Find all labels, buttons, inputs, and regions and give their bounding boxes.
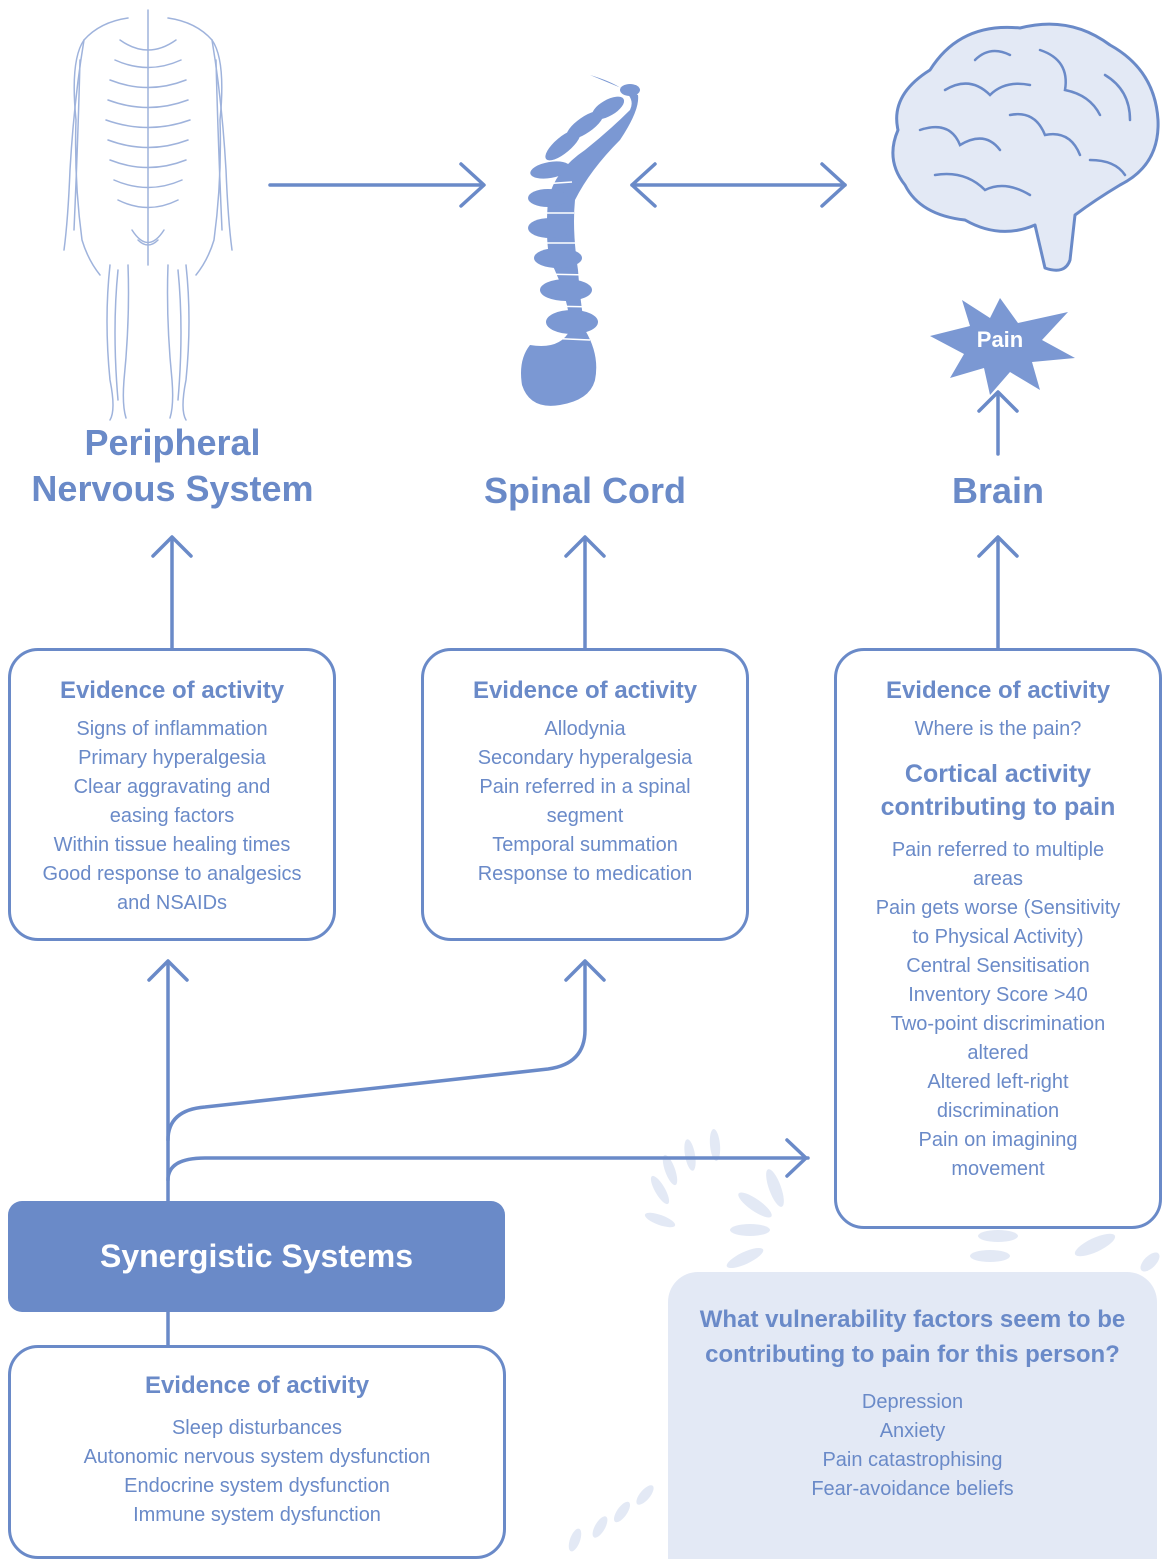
synergistic-evidence-box: Evidence of activity Sleep disturbances …	[8, 1345, 506, 1559]
list-item: discrimination	[936, 1100, 1060, 1122]
list-item: Anxiety	[879, 1420, 946, 1442]
synergistic-systems-label: Synergistic Systems	[99, 1238, 414, 1274]
list-item: Altered left-right	[927, 1071, 1069, 1093]
peripheral-evidence-list: Signs of inflammation Primary hyperalges…	[11, 715, 333, 918]
list-item: Fear-avoidance beliefs	[811, 1478, 1014, 1500]
list-item: Good response to analgesics	[42, 863, 302, 885]
heading-spinal-cord: Spinal Cord	[483, 470, 686, 511]
synergistic-systems-banner: Synergistic Systems	[8, 1201, 505, 1312]
vulnerability-question: What vulnerability factors seem to be co…	[699, 1306, 1126, 1368]
synergistic-evidence-title: Evidence of activity	[144, 1372, 370, 1399]
brain-evidence-title: Evidence of activity	[885, 677, 1111, 704]
list-item: Within tissue healing times	[53, 834, 291, 856]
arrow-up-spinal	[564, 535, 606, 650]
list-item: Pain on imagining	[918, 1129, 1078, 1151]
synergistic-evidence-list: Sleep disturbances Autonomic nervous sys…	[11, 1414, 503, 1530]
list-item: Endocrine system dysfunction	[124, 1475, 390, 1497]
arrow-up-pain	[977, 390, 1019, 456]
list-item: Depression	[861, 1391, 964, 1413]
brain-evidence-question: Where is the pain?	[914, 718, 1082, 740]
list-item: segment	[546, 805, 624, 827]
arrow-synergy-branches	[147, 959, 810, 1347]
heading-brain: Brain	[951, 470, 1045, 511]
list-item: Inventory Score >40	[908, 984, 1088, 1006]
list-item: Secondary hyperalgesia	[477, 747, 693, 769]
cortical-activity-subtitle: Cortical activity contributing to pain	[880, 760, 1116, 821]
list-item: Clear aggravating and	[73, 776, 271, 798]
list-item: movement	[951, 1158, 1045, 1180]
list-item: and NSAIDs	[116, 892, 228, 914]
arrow-spinal-brain-bidirectional	[630, 162, 847, 208]
list-item: Autonomic nervous system dysfunction	[83, 1446, 431, 1468]
list-item: easing factors	[109, 805, 235, 827]
list-item: Signs of inflammation	[76, 718, 268, 740]
list-item: Response to medication	[477, 863, 693, 885]
heading-peripheral-nervous-system: Peripheral Nervous System	[31, 422, 314, 509]
arrow-up-brain	[977, 535, 1019, 650]
list-item: Immune system dysfunction	[133, 1504, 381, 1526]
pain-badge-label: Pain	[976, 327, 1024, 352]
list-item: Primary hyperalgesia	[78, 747, 266, 769]
peripheral-evidence-box: Evidence of activity Signs of inflammati…	[8, 648, 336, 941]
arrow-pns-to-spinal	[268, 162, 486, 208]
spinal-evidence-title: Evidence of activity	[472, 677, 698, 704]
arrow-up-peripheral	[151, 535, 193, 650]
vulnerability-list: Depression Anxiety Pain catastrophising …	[668, 1388, 1157, 1504]
list-item: to Physical Activity)	[912, 926, 1084, 948]
brain-evidence-list: Pain referred to multiple areas Pain get…	[837, 836, 1159, 1184]
list-item: Pain referred to multiple	[891, 839, 1105, 861]
spinal-evidence-box: Evidence of activity Allodynia Secondary…	[421, 648, 749, 941]
list-item: Allodynia	[544, 718, 626, 740]
peripheral-evidence-title: Evidence of activity	[59, 677, 285, 704]
list-item: Two-point discrimination	[890, 1013, 1106, 1035]
spinal-evidence-list: Allodynia Secondary hyperalgesia Pain re…	[424, 715, 746, 889]
list-item: Pain referred in a spinal	[479, 776, 691, 798]
list-item: Pain gets worse (Sensitivity	[875, 897, 1121, 919]
list-item: altered	[967, 1042, 1029, 1064]
list-item: Pain catastrophising	[822, 1449, 1003, 1471]
vulnerability-factors-box: What vulnerability factors seem to be co…	[668, 1272, 1157, 1559]
list-item: Temporal summation	[492, 834, 678, 856]
list-item: Sleep disturbances	[171, 1417, 343, 1439]
list-item: areas	[972, 868, 1024, 890]
list-item: Central Sensitisation	[906, 955, 1090, 977]
brain-evidence-box: Evidence of activity Where is the pain? …	[834, 648, 1162, 1229]
